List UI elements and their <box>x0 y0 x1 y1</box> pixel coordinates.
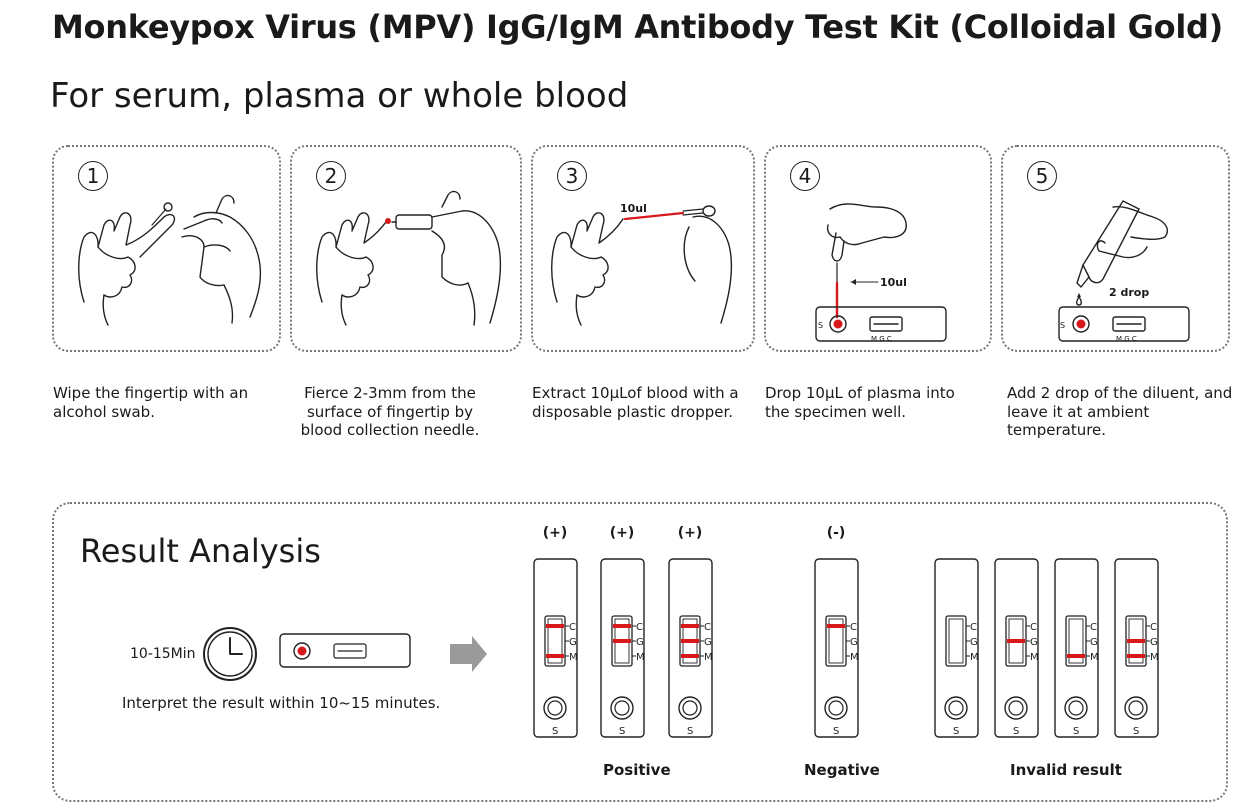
step-4-cassette-line-labels: M G C <box>871 335 892 343</box>
strip-3-marker-c: C <box>704 622 711 633</box>
strip-1-well-label: S <box>552 726 558 737</box>
strip-4-line-c <box>827 624 845 628</box>
test-strip-7: CGM S <box>1054 558 1099 738</box>
strip-7-marker-m: M <box>1090 652 1099 663</box>
alcohol-swab-illustration <box>78 194 262 326</box>
strip-3-marker-m: M <box>704 652 713 663</box>
strip-2-line-g <box>613 639 631 643</box>
strip-2-marker-m: M <box>636 652 645 663</box>
step-5-drop-label: 2 drop <box>1109 286 1150 299</box>
step-1-caption: Wipe the fingertip with an alcohol swab. <box>53 384 249 421</box>
strip-1-marker-g: G <box>569 637 577 648</box>
test-strip-8: CGM S <box>1114 558 1159 738</box>
test-strip-4: CGM S <box>814 558 859 738</box>
strip-2-marker-g: G <box>636 637 644 648</box>
test-strip-3: CGM S <box>668 558 713 738</box>
group-label-negative: Negative <box>804 761 880 779</box>
test-strip-6: CGM S <box>994 558 1039 738</box>
strip-6-marker-c: C <box>1030 622 1037 633</box>
strip-3-line-c <box>681 624 699 628</box>
strip-7-line-m <box>1067 654 1085 658</box>
step-2-panel: 2 <box>290 145 522 352</box>
result-analysis-title: Result Analysis <box>80 532 321 570</box>
page-subtitle: For serum, plasma or whole blood <box>50 76 629 116</box>
strip-5-well-label: S <box>953 726 959 737</box>
strip-3-line-g <box>681 639 699 643</box>
step-4-caption: Drop 10μL of plasma into the specimen we… <box>765 384 955 421</box>
plasma-drop-illustration <box>815 203 947 342</box>
strip-3-line-m <box>681 654 699 658</box>
strip-4-sign: (-) <box>826 525 846 541</box>
step-3-caption: Extract 10μLof blood with a disposable p… <box>532 384 739 421</box>
strip-5-marker-c: C <box>970 622 977 633</box>
strip-2-marker-c: C <box>636 622 643 633</box>
test-strip-5: CGM S <box>934 558 979 738</box>
strip-8-marker-m: M <box>1150 652 1159 663</box>
timer-and-cassette-illustration <box>203 627 487 681</box>
step-5-cassette-line-labels: M G C <box>1116 335 1137 343</box>
strip-2-line-c <box>613 624 631 628</box>
group-label-invalid: Invalid result <box>1010 761 1122 779</box>
step-3-volume-label: 10ul <box>620 202 647 215</box>
result-analysis-panel <box>52 502 1228 802</box>
step-5-number: 5 <box>1027 161 1057 191</box>
step-4-panel: 4 <box>764 145 992 352</box>
step-5-panel: 5 <box>1001 145 1230 352</box>
strip-4-well-label: S <box>833 726 839 737</box>
strip-4-marker-g: G <box>850 637 858 648</box>
step-1-number: 1 <box>78 161 108 191</box>
diluent-drop-illustration <box>1058 200 1190 342</box>
step-1-panel: 1 <box>52 145 281 352</box>
strip-6-well-label: S <box>1013 726 1019 737</box>
lancet-illustration <box>316 190 502 326</box>
strip-1-sign: (+) <box>542 525 568 541</box>
strip-8-line-m <box>1127 654 1145 658</box>
test-strip-2: CGM S <box>600 558 645 738</box>
strip-1-marker-m: M <box>569 652 578 663</box>
group-label-positive: Positive <box>603 761 671 779</box>
strip-3-marker-g: G <box>704 637 712 648</box>
strip-5-marker-g: G <box>970 637 978 648</box>
strip-6-marker-g: G <box>1030 637 1038 648</box>
step-4-cassette-well-label: S <box>818 321 824 330</box>
strip-2-sign: (+) <box>609 525 635 541</box>
strip-8-line-g <box>1127 639 1145 643</box>
strip-8-marker-g: G <box>1150 637 1158 648</box>
step-5-cassette-well-label: S <box>1060 321 1066 330</box>
interpret-instruction: Interpret the result within 10~15 minute… <box>122 694 441 712</box>
step-3-number: 3 <box>557 161 587 191</box>
strip-3-sign: (+) <box>677 525 703 541</box>
dropper-extract-illustration <box>551 205 733 326</box>
page-title: Monkeypox Virus (MPV) IgG/IgM Antibody T… <box>52 8 1223 46</box>
strip-1-line-c <box>546 624 564 628</box>
step-3-panel: 3 <box>531 145 755 352</box>
step-2-number: 2 <box>316 161 346 191</box>
strip-4-marker-c: C <box>850 622 857 633</box>
strip-7-marker-g: G <box>1090 637 1098 648</box>
clock-icon <box>203 627 257 681</box>
strip-4-marker-m: M <box>850 652 859 663</box>
strip-1-marker-c: C <box>569 622 576 633</box>
strip-7-marker-c: C <box>1090 622 1097 633</box>
time-label: 10-15Min <box>130 646 196 662</box>
arrow-right-icon <box>450 636 487 672</box>
strip-3-well-label: S <box>687 726 693 737</box>
strip-6-marker-m: M <box>1030 652 1039 663</box>
strip-6-line-g <box>1007 639 1025 643</box>
strip-5-marker-m: M <box>970 652 979 663</box>
strip-2-well-label: S <box>619 726 625 737</box>
strip-8-marker-c: C <box>1150 622 1157 633</box>
step-5-caption: Add 2 drop of the diluent, and leave it … <box>1007 384 1233 439</box>
step-4-volume-label: 10ul <box>880 276 907 289</box>
strip-1-line-m <box>546 654 564 658</box>
strip-7-well-label: S <box>1073 726 1079 737</box>
strip-8-well-label: S <box>1133 726 1139 737</box>
test-strip-1: CGM S <box>533 558 578 738</box>
step-4-number: 4 <box>790 161 820 191</box>
step-2-caption: Fierce 2-3mm from the surface of fingert… <box>300 384 480 439</box>
